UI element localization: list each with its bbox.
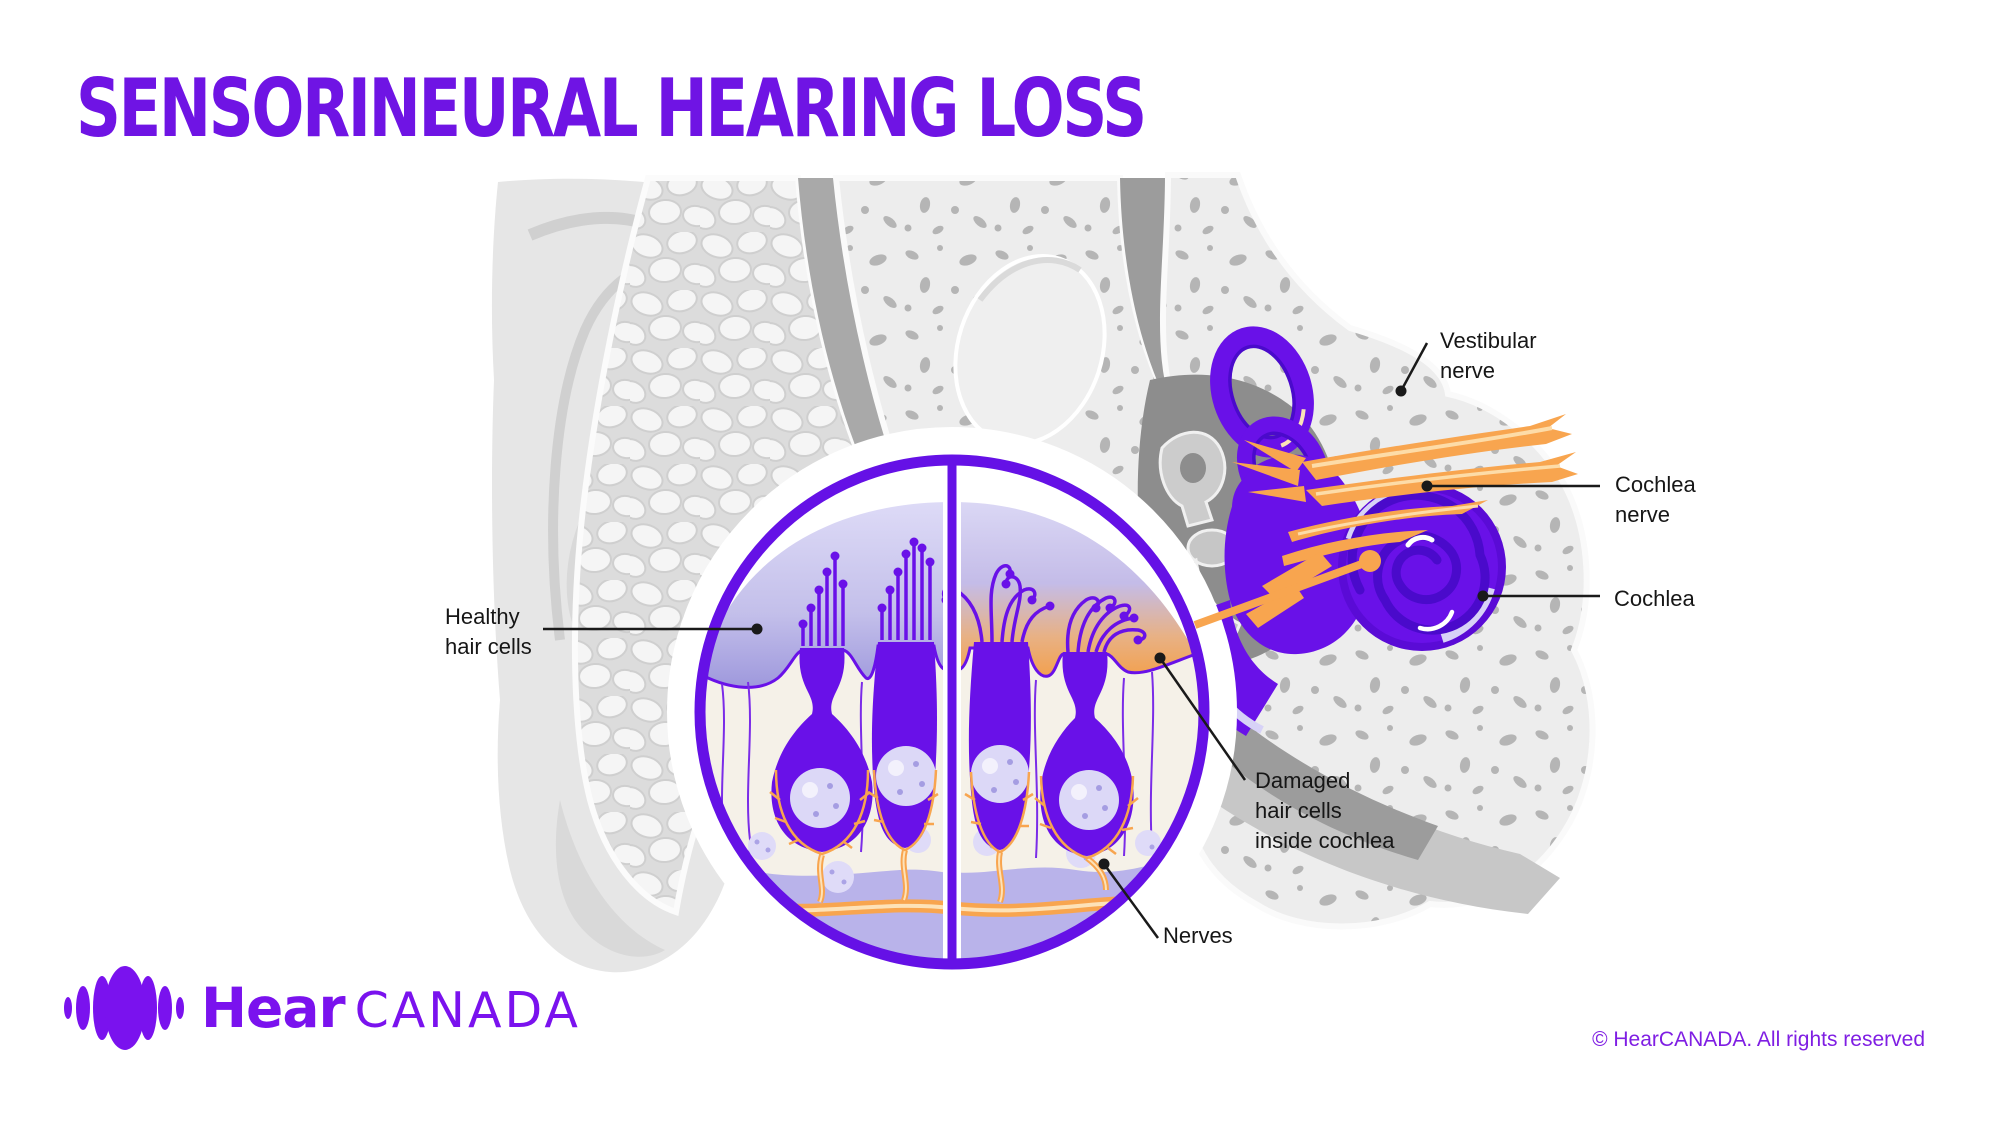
dendrite-cups [769, 769, 1139, 860]
healthy-stereocilia [801, 542, 932, 646]
label-vestibular-nerve: Vestibular nerve [1440, 328, 1537, 383]
zoom-circle-halo [667, 427, 1237, 997]
membrane-damaged-side [952, 502, 1196, 688]
label-damaged-hair-cells: Damaged hair cells inside cochlea [1255, 768, 1395, 853]
cochlea-spiral [1338, 483, 1506, 651]
hair-cell-magnified-view [694, 454, 1210, 970]
label-nerves: Nerves [1163, 923, 1233, 948]
label-cochlea-nerve: Cochlea nerve [1615, 472, 1696, 527]
logo-wordmark: Hear CANADA [201, 976, 581, 1040]
hearcanada-logo: Hear CANADA [62, 958, 581, 1058]
zoom-circle-border [694, 454, 1210, 970]
zoom-connector-line [1193, 550, 1381, 629]
label-cochlea: Cochlea [1614, 586, 1695, 611]
soundwave-icon [64, 966, 184, 1050]
leader-dots [751, 385, 1489, 870]
label-healthy-hair-cells: Healthy hair cells [445, 604, 532, 659]
logo-text-hear: Hear [201, 976, 346, 1040]
copyright-notice: © HearCANADA. All rights reserved [1592, 1028, 1925, 1051]
page-title: SENSORINEURAL HEARING LOSS [76, 62, 1147, 155]
healthy-stereocilia-tips [798, 537, 935, 629]
hair-cell-nuclei [790, 745, 1119, 830]
logo-text-canada: CANADA [354, 982, 581, 1039]
hair-cells [769, 642, 1139, 860]
auditory-nerve-fibers [1232, 414, 1578, 628]
leader-lines [543, 342, 1600, 939]
